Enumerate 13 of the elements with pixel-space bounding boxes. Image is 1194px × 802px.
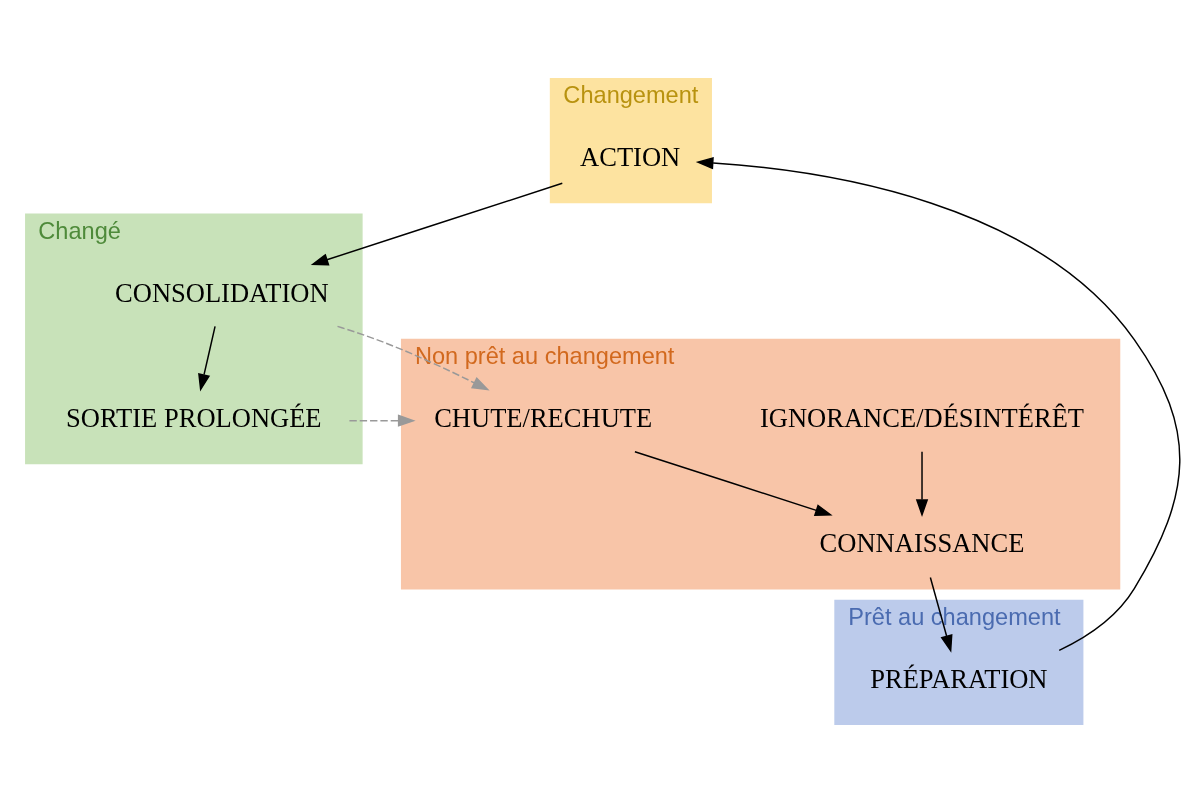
arrow [634,450,833,516]
arrow [695,156,1181,651]
node-text: CHUTE/RECHUTE [434,402,653,433]
arrow [915,450,929,517]
node-text: SORTIE PROLONGÉE [66,402,322,433]
node-text: CONSOLIDATION [115,277,329,308]
arrow [198,325,216,392]
arrow [348,413,416,427]
node-text: ACTION [580,141,681,172]
arrow [336,325,490,391]
node-text: IGNORANCE/DÉSINTÉRÊT [759,402,1085,433]
node-text: PRÉPARATION [870,663,1048,694]
node-text: CONNAISSANCE [819,527,1025,558]
